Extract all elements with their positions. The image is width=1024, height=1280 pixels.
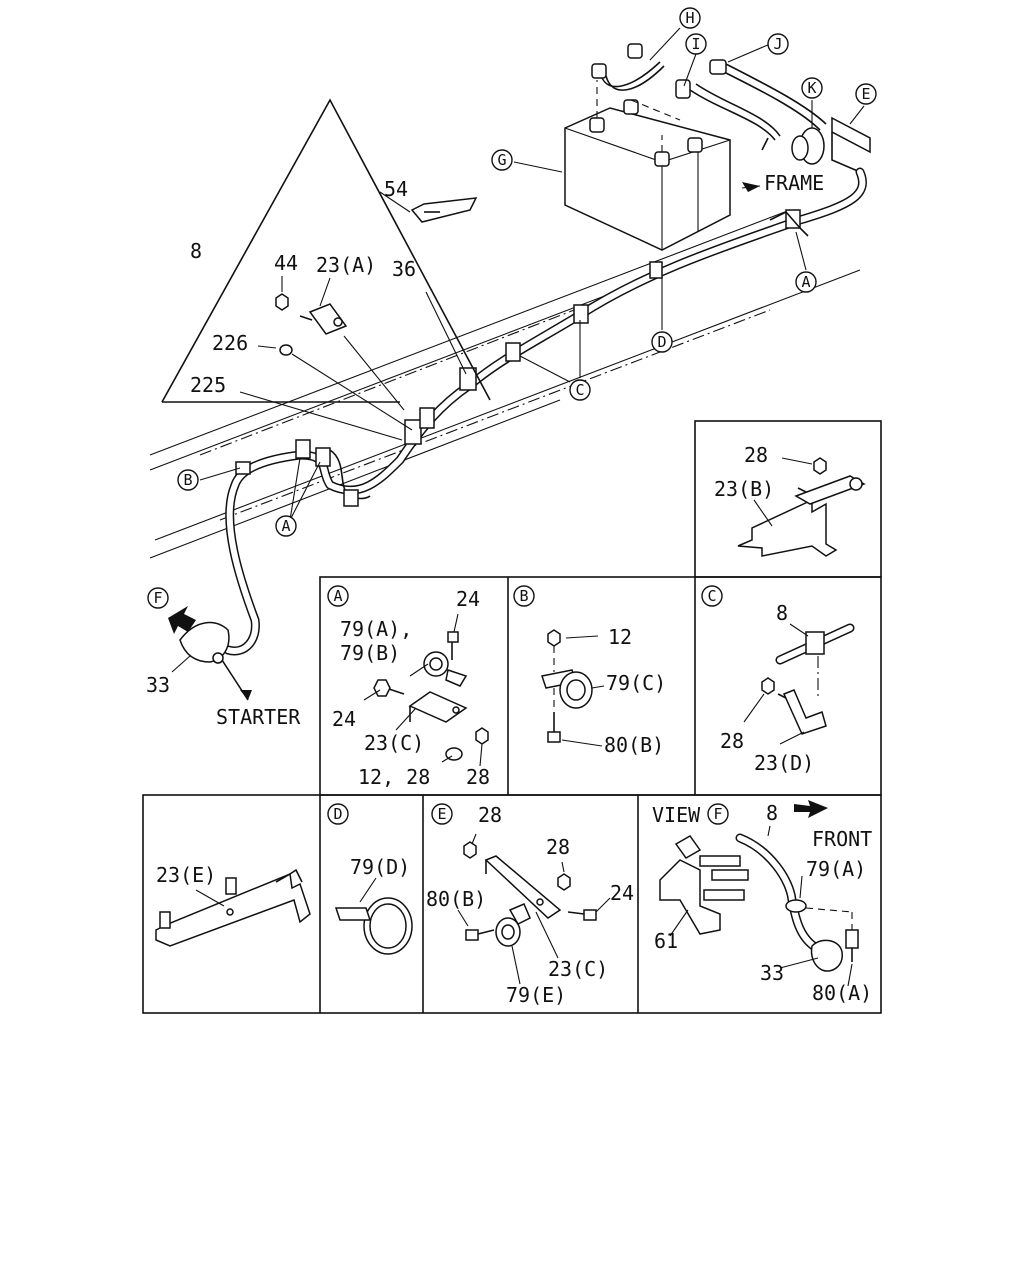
- label-80b: 80(B): [426, 887, 486, 911]
- callout-c: C: [569, 379, 591, 401]
- panel-detail-c: C 8 28 23(D): [701, 585, 855, 775]
- callout-a-right-letter: A: [801, 273, 810, 291]
- callout-e: E: [855, 83, 877, 105]
- frame-label: FRAME: [764, 171, 824, 195]
- label-80b: 80(B): [604, 733, 664, 757]
- label-28-b: 28: [546, 835, 570, 859]
- label-23e: 23(E): [156, 863, 216, 887]
- detail-b-title: B: [519, 587, 528, 605]
- callout-b: B: [177, 469, 199, 491]
- label-33: 33: [760, 961, 784, 985]
- starter-label: STARTER: [216, 705, 301, 729]
- label-79e: 79(E): [506, 983, 566, 1007]
- panel-plate-23e: 23(E): [155, 863, 311, 947]
- label-8: 8: [776, 601, 788, 625]
- starter-boot: [168, 606, 252, 701]
- callout-a-left-letter: A: [281, 517, 290, 535]
- starter-arrow-icon: [240, 690, 252, 700]
- label-8: 8: [190, 239, 202, 263]
- panel-detail-e: E 28 28 80(B) 24 23(C) 79(E): [426, 803, 634, 1007]
- label-8: 8: [766, 801, 778, 825]
- callout-h-letter: H: [685, 9, 694, 27]
- callout-j: J: [767, 33, 789, 55]
- label-28: 28: [466, 765, 490, 789]
- front-arrow-icon: [794, 800, 828, 818]
- callout-g-letter: G: [497, 151, 506, 169]
- harness-clips: [235, 209, 809, 507]
- callout-c-letter: C: [575, 381, 584, 399]
- main-harness: [223, 167, 867, 656]
- label-24-left: 24: [332, 707, 356, 731]
- label-28-a: 28: [478, 803, 502, 827]
- callout-a-right: A: [795, 271, 817, 293]
- bracket-e: [831, 116, 871, 173]
- callout-f: F: [147, 587, 169, 609]
- frame-rail: [149, 209, 861, 559]
- panel-borders: [142, 420, 882, 1014]
- frame-arrow-icon: [742, 182, 760, 192]
- battery-cables: [591, 43, 827, 165]
- callout-k-letter: K: [807, 79, 816, 97]
- label-28: 28: [744, 443, 768, 467]
- label-12: 12: [608, 625, 632, 649]
- callout-f-letter: F: [153, 589, 162, 607]
- label-23c: 23(C): [364, 731, 424, 755]
- callout-h: H: [679, 7, 701, 29]
- panel-view-f: VIEW F FRONT 8 79(A) 61 33 80(A): [652, 800, 872, 1005]
- label-23a: 23(A): [316, 253, 376, 277]
- label-79b: 79(B): [340, 641, 400, 665]
- label-28: 28: [720, 729, 744, 753]
- label-12-28: 12, 28: [358, 765, 430, 789]
- callout-g: G: [491, 149, 513, 171]
- label-54: 54: [384, 177, 408, 201]
- main-view: H I J K E G A D: [146, 7, 877, 729]
- detail-e-title: E: [437, 805, 446, 823]
- callout-k: K: [801, 77, 823, 99]
- view-f-title-letter: F: [713, 805, 722, 823]
- view-f-title-prefix: VIEW: [652, 803, 701, 827]
- detail-d-title: D: [333, 805, 342, 823]
- label-44: 44: [274, 251, 298, 275]
- panel-detail-d: D 79(D): [327, 803, 413, 955]
- label-61: 61: [654, 929, 678, 953]
- panel-detail-b: B 12 79(C) 80(B): [513, 585, 666, 757]
- callout-e-letter: E: [861, 85, 870, 103]
- label-24: 24: [610, 881, 634, 905]
- label-79a: 79(A): [806, 857, 866, 881]
- leader-lines: [171, 27, 865, 673]
- callout-d: D: [651, 331, 673, 353]
- front-label: FRONT: [812, 827, 872, 851]
- callout-i: I: [685, 33, 707, 55]
- label-23d: 23(D): [754, 751, 814, 775]
- detail-c-title: C: [707, 587, 716, 605]
- label-24-top: 24: [456, 587, 480, 611]
- callout-a-left: A: [275, 515, 297, 537]
- label-226: 226: [212, 331, 248, 355]
- label-225: 225: [190, 373, 226, 397]
- label-79c: 79(C): [606, 671, 666, 695]
- panel-bracket-23b: 28 23(B): [714, 443, 866, 557]
- label-23b: 23(B): [714, 477, 774, 501]
- panel-detail-a: A 24 79(A), 79(B) 24 23(C) 12, 28 28: [327, 585, 490, 789]
- exploded-hardware: [275, 197, 478, 356]
- callout-b-letter: B: [183, 471, 192, 489]
- label-33: 33: [146, 673, 170, 697]
- triangle-leader: [161, 98, 491, 403]
- label-36: 36: [392, 257, 416, 281]
- label-23c: 23(C): [548, 957, 608, 981]
- callout-j-letter: J: [773, 35, 782, 53]
- view-f-arrow-icon: [168, 606, 196, 634]
- callout-d-letter: D: [657, 333, 666, 351]
- battery: [564, 80, 731, 251]
- label-79a: 79(A),: [340, 617, 412, 641]
- label-80a: 80(A): [812, 981, 872, 1005]
- label-79d: 79(D): [350, 855, 410, 879]
- detail-a-title: A: [333, 587, 342, 605]
- callout-i-letter: I: [691, 35, 700, 53]
